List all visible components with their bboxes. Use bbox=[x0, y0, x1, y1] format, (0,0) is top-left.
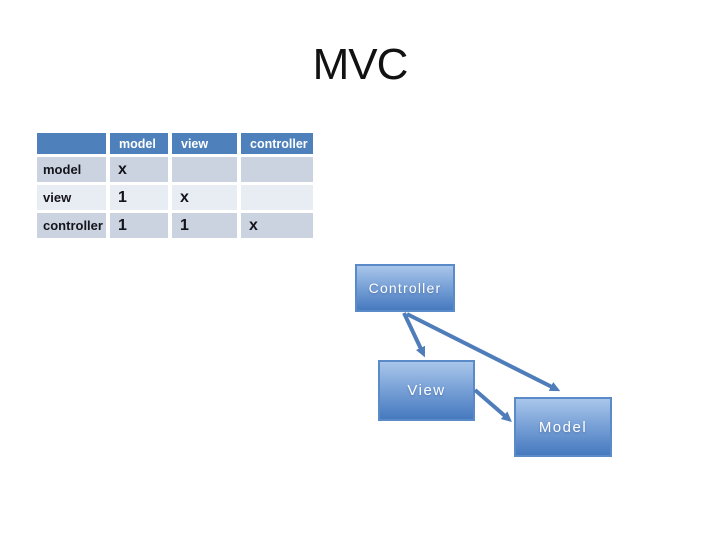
mvc-adjacency-table: model view controller model x view 1 x c… bbox=[37, 133, 313, 238]
cell-model-view bbox=[172, 157, 237, 182]
diagram-node-view: View bbox=[378, 360, 475, 421]
cell-model-controller bbox=[241, 157, 313, 182]
cell-view-model: 1 bbox=[110, 185, 168, 210]
row-label-controller: controller bbox=[37, 213, 106, 238]
arrow-controller-to-view bbox=[402, 312, 426, 358]
row-label-model: model bbox=[37, 157, 106, 182]
cell-controller-controller: x bbox=[241, 213, 313, 238]
node-label-controller: Controller bbox=[368, 280, 442, 296]
node-label-model: Model bbox=[538, 418, 588, 436]
diagram-node-controller: Controller bbox=[355, 264, 455, 312]
node-label-view: View bbox=[407, 382, 446, 399]
table-header-cell-view: view bbox=[172, 133, 237, 154]
cell-model-model: x bbox=[110, 157, 168, 182]
slide-title: MVC bbox=[312, 40, 409, 89]
arrow-view-to-model bbox=[473, 388, 512, 423]
cell-controller-view: 1 bbox=[172, 213, 237, 238]
cell-controller-model: 1 bbox=[110, 213, 168, 238]
table-header-cell-blank bbox=[37, 133, 106, 154]
table-header-cell-model: model bbox=[110, 133, 168, 154]
cell-view-controller bbox=[241, 185, 313, 210]
table-header-cell-controller: controller bbox=[241, 133, 313, 154]
diagram-node-model: Model bbox=[514, 397, 612, 457]
row-label-view: view bbox=[37, 185, 106, 210]
cell-view-view: x bbox=[172, 185, 237, 210]
